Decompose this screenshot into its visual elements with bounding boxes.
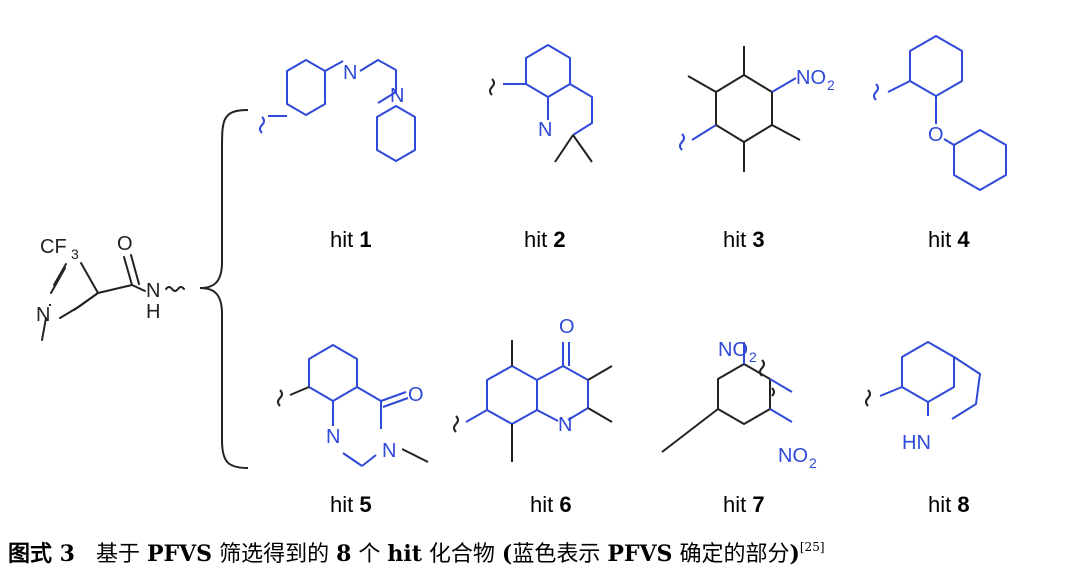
svg-text:N: N <box>538 119 552 141</box>
cf3-label: CF <box>40 236 67 258</box>
hit-1-structure <box>259 59 416 162</box>
grouping-brace <box>199 109 249 469</box>
caption-hit-word: hit <box>387 541 422 567</box>
hit-8-structure <box>865 341 981 420</box>
hit-3-atoms: NO 2 <box>796 67 835 93</box>
caption-paren-open: ( <box>501 541 513 567</box>
caption-paren-close: ) <box>789 541 800 567</box>
caption-count: 8 <box>336 541 352 567</box>
svg-text:O: O <box>408 384 424 406</box>
amide-oxygen-label: O <box>117 233 133 255</box>
svg-text:N: N <box>382 440 396 462</box>
svg-text:N: N <box>390 85 404 107</box>
hit-8-label: hit 8 <box>928 492 970 517</box>
hit-5-label: hit 5 <box>330 492 372 517</box>
caption-text-b: 筛选得到的 <box>212 542 337 567</box>
hit-6-label: hit 6 <box>530 492 572 517</box>
svg-text:2: 2 <box>809 455 817 471</box>
caption-pfvs-1: PFVS <box>146 541 213 567</box>
hit-2-label: hit 2 <box>524 227 566 252</box>
hit-8-atoms: HN <box>902 432 931 454</box>
core-pyrazole-amide <box>41 254 185 341</box>
svg-text:O: O <box>928 124 944 146</box>
svg-text:2: 2 <box>749 349 757 365</box>
svg-text:NO: NO <box>778 445 808 467</box>
caption-text-f: 确定的部分 <box>672 542 790 567</box>
hit-7-atoms: NO 2 NO 2 <box>718 339 817 471</box>
core-labels: CF 3 O N H N <box>36 233 160 326</box>
amide-n-label: N <box>146 280 160 302</box>
caption-reference: [25] <box>799 540 825 554</box>
hit-6-structure <box>453 340 613 462</box>
hit-4-atoms: O <box>928 124 944 146</box>
hit-7-label: hit 7 <box>723 492 765 517</box>
svg-text:N: N <box>343 62 357 84</box>
hit-3-label: hit 3 <box>723 227 765 252</box>
pyrazole-n-label: N <box>36 304 50 326</box>
caption-label: 图式 3 <box>8 541 75 567</box>
hit-4-structure <box>873 35 1007 191</box>
svg-text:O: O <box>559 316 575 338</box>
caption-text-e: 蓝色表示 <box>512 542 608 567</box>
caption-text-c: 个 <box>351 542 388 567</box>
svg-text:N: N <box>326 426 340 448</box>
svg-text:NO: NO <box>796 67 826 89</box>
hit-5-structure <box>277 344 429 467</box>
hit-labels: hit 1 hit 2 hit 3 hit 4 hit 5 hit 6 hit … <box>330 227 970 517</box>
svg-text:2: 2 <box>827 77 835 93</box>
caption-pfvs-2: PFVS <box>607 541 673 567</box>
hit-3-structure <box>679 46 801 172</box>
cf3-subscript: 3 <box>71 246 79 262</box>
hit-1-label: hit 1 <box>330 227 372 252</box>
hit-1-atoms: N N <box>343 62 404 107</box>
figure-caption: 图式 3 基于 PFVS 筛选得到的 8 个 hit 化合物 (蓝色表示 PFV… <box>8 536 1072 568</box>
hit-7-structure <box>661 342 793 453</box>
hit-2-structure <box>489 44 593 163</box>
hit-6-atoms: O N <box>558 316 575 436</box>
svg-text:NO: NO <box>718 339 748 361</box>
caption-text-a: 基于 <box>95 542 147 567</box>
svg-text:N: N <box>558 414 572 436</box>
hit-2-atoms: N <box>538 119 552 141</box>
hit-5-atoms: O N N <box>326 384 424 462</box>
svg-text:HN: HN <box>902 432 931 454</box>
hit-4-label: hit 4 <box>928 227 970 252</box>
amide-h-label: H <box>146 301 160 323</box>
caption-text-d: 化合物 <box>421 542 502 567</box>
